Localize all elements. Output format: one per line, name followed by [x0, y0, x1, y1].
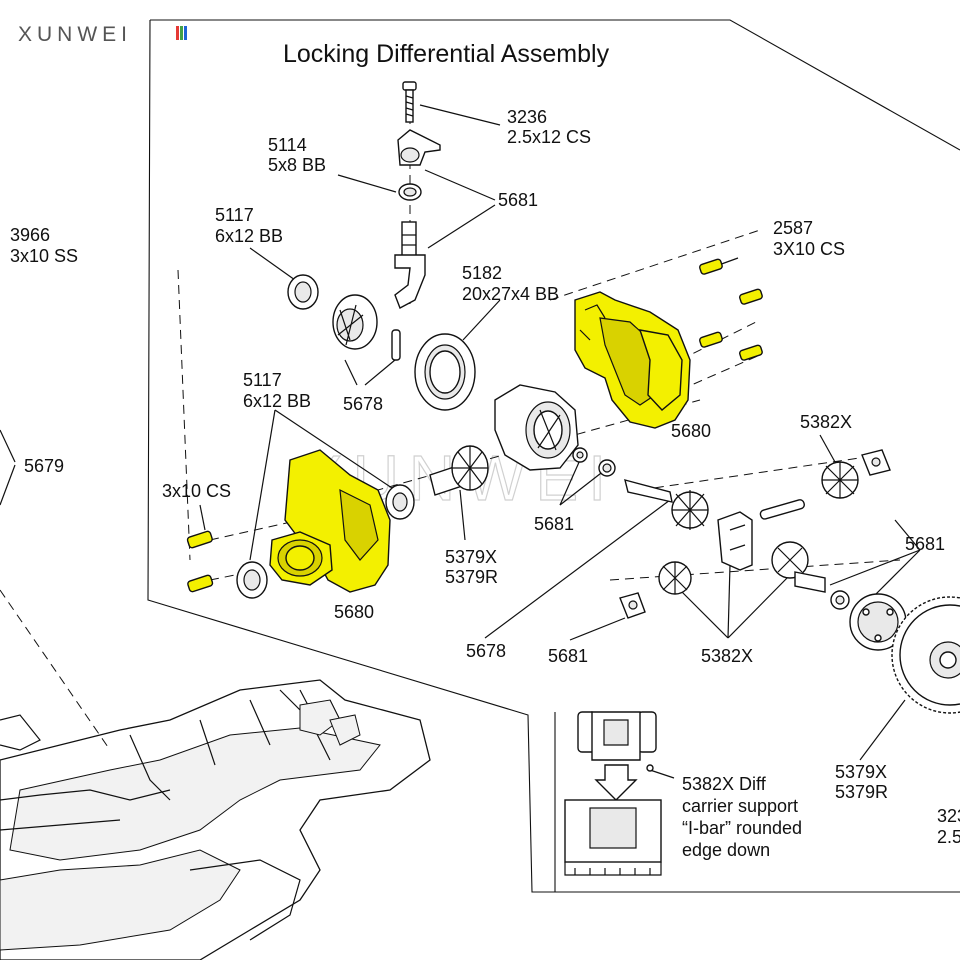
- brand-logo-text: XUNWEI: [18, 23, 132, 46]
- brand-logo: XUNWEI: [18, 23, 187, 46]
- part-pin-right: [759, 499, 805, 520]
- part-5382x-side-gear: [771, 541, 826, 593]
- label-5117-mid-size: 6x12 BB: [243, 391, 311, 411]
- label-5681-mid: 5681: [534, 514, 574, 534]
- part-labels: 3236 2.5x12 CS 5114 5x8 BB 5681 5117 6x1…: [10, 107, 960, 847]
- label-323-cut: 323: [937, 806, 960, 826]
- note-illustration: [564, 711, 662, 876]
- part-5680-housing-left: [269, 449, 391, 593]
- part-5681-plate-top: [861, 449, 891, 476]
- part-5678-locker-hub: [332, 294, 378, 350]
- label-5117-top: 5117: [215, 205, 254, 225]
- label-5382x-bottom: 5382X: [701, 646, 753, 666]
- part-diff-carrier: [494, 384, 579, 471]
- part-5681-washers: [572, 447, 616, 477]
- brand-stripe-green: [180, 26, 183, 40]
- part-bearing-left-bottom: [236, 561, 268, 599]
- label-5117-mid: 5117: [243, 370, 282, 390]
- label-5379x-right: 5379X: [835, 762, 887, 782]
- label-5680-left: 5680: [334, 602, 374, 622]
- part-5681-servo-saver: [397, 129, 441, 166]
- label-2587: 2587: [773, 218, 813, 238]
- label-5678-top: 5678: [343, 394, 383, 414]
- label-5114-size: 5x8 BB: [268, 155, 326, 175]
- leader-lines: [0, 100, 921, 779]
- part-5117-bearing-mid: [385, 484, 415, 520]
- label-5182-size: 20x27x4 BB: [462, 284, 559, 304]
- note-line-2: carrier support: [682, 796, 798, 816]
- part-5382x-spider-gear-mid: [658, 561, 692, 595]
- part-5182-bearing: [414, 333, 476, 411]
- label-5680-right: 5680: [671, 421, 711, 441]
- label-5182: 5182: [462, 263, 502, 283]
- part-pin: [391, 329, 401, 361]
- brand-stripe-blue: [184, 26, 187, 40]
- diagram-title: Locking Differential Assembly: [283, 40, 610, 68]
- label-3236: 3236: [507, 107, 547, 127]
- label-5379r-mid: 5379R: [445, 567, 498, 587]
- part-5681-plate-bottom: [619, 592, 646, 619]
- label-3966-size: 3x10 SS: [10, 246, 78, 266]
- label-5379x-mid: 5379X: [445, 547, 497, 567]
- note-text: 5382X Diff carrier support “I-bar” round…: [682, 774, 802, 860]
- label-3x10cs: 3x10 CS: [162, 481, 231, 501]
- part-5379x-ring-gear: [891, 596, 960, 714]
- part-5382x-spider-gear-top: [821, 461, 859, 499]
- part-5114-bearing: [398, 183, 422, 201]
- label-5379r-right: 5379R: [835, 782, 888, 802]
- label-2587-size: 3X10 CS: [773, 239, 845, 259]
- part-5117-bearing-top: [287, 274, 319, 310]
- label-5382x-top: 5382X: [800, 412, 852, 432]
- note-line-1: 5382X Diff: [682, 774, 767, 794]
- label-5681-top: 5681: [498, 190, 538, 210]
- part-5681-washer-right: [830, 590, 850, 610]
- part-output-shaft: [624, 479, 709, 530]
- label-2-5-cut: 2.5: [937, 827, 960, 847]
- label-3966: 3966: [10, 225, 50, 245]
- part-3x10cs-screws: [186, 530, 214, 593]
- label-5678-bottom: 5678: [466, 641, 506, 661]
- callout-frame: [147, 19, 960, 893]
- label-5679: 5679: [24, 456, 64, 476]
- note-line-4: edge down: [682, 840, 770, 860]
- label-5681-bottom: 5681: [548, 646, 588, 666]
- part-5681-shift-fork: [394, 221, 426, 309]
- part-5680-housing-right: [574, 291, 691, 429]
- part-5379x-pinion-mid: [429, 445, 489, 496]
- part-5382x-i-bar: [717, 511, 753, 571]
- label-5681-right: 5681: [905, 534, 945, 554]
- note-line-3: “I-bar” rounded: [682, 818, 802, 838]
- part-cover-plate: [849, 593, 907, 651]
- part-3236-screw: [402, 81, 417, 123]
- label-3236-size: 2.5x12 CS: [507, 127, 591, 147]
- chassis-drawing: [0, 679, 431, 960]
- brand-stripe-red: [176, 26, 179, 40]
- part-2587-screws: [699, 258, 763, 361]
- label-5114: 5114: [268, 135, 307, 155]
- label-5117-top-size: 6x12 BB: [215, 226, 283, 246]
